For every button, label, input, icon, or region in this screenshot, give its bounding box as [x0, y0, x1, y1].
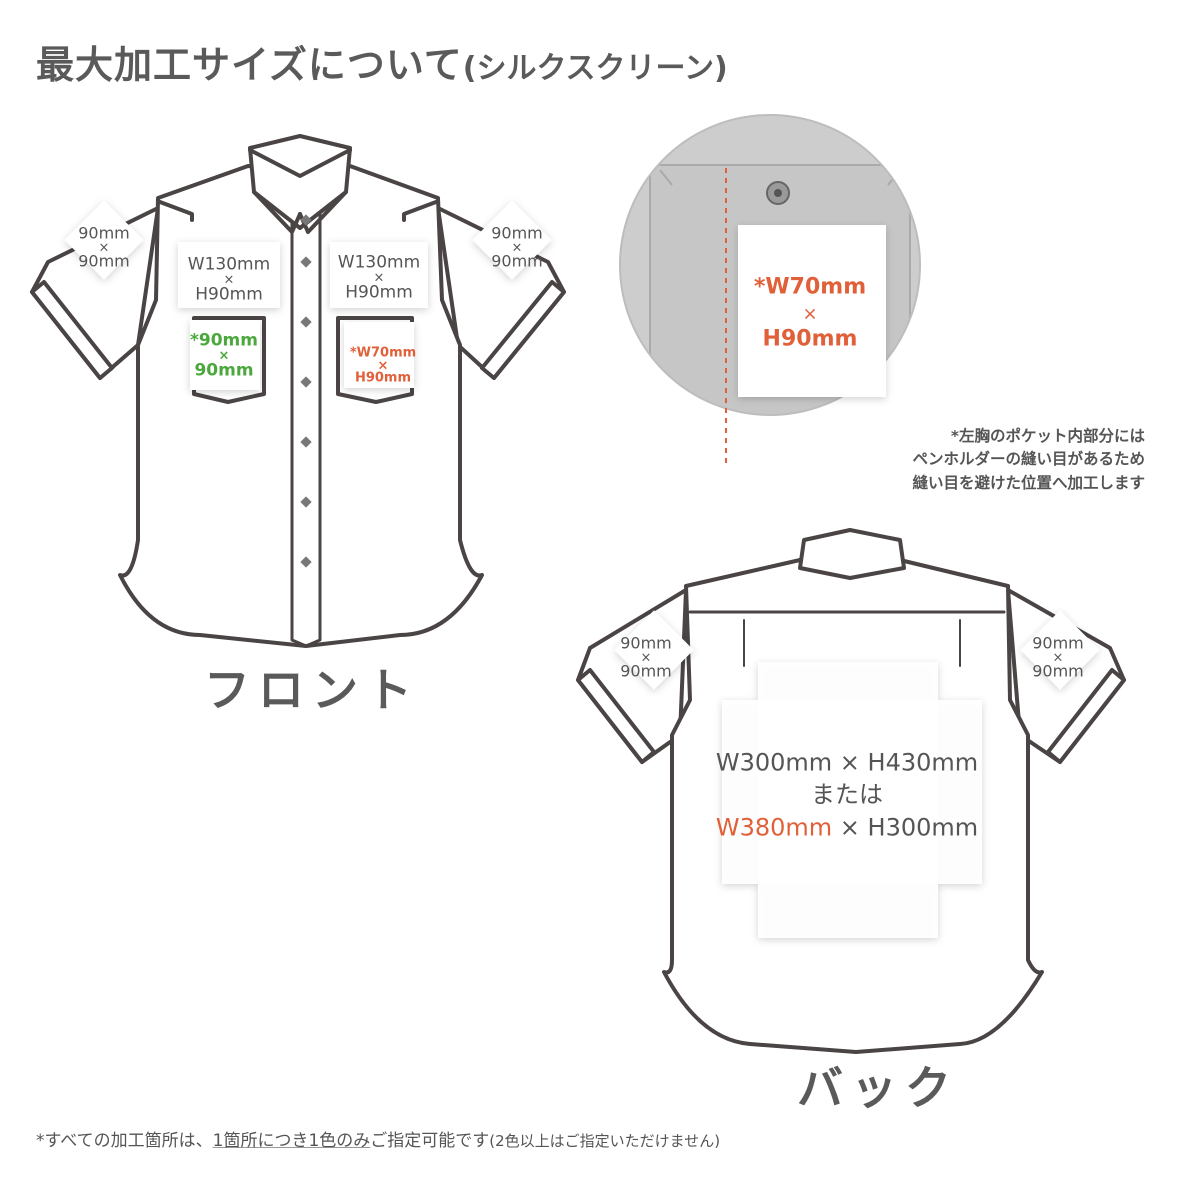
front-right-pocket-size: *W70mm × H90mm: [349, 345, 417, 386]
size-top: 90mm: [1032, 633, 1084, 653]
zoom-pocket-size: *W70mm × H90mm: [754, 274, 866, 355]
title-sub: (シルクスクリーン): [462, 51, 728, 86]
back-size-highlight: W380mm: [715, 813, 833, 842]
back-right-sleeve-size: 90mm × 90mm: [1032, 635, 1084, 680]
back-print-areas: [614, 610, 1100, 938]
size-bottom: 90mm: [78, 251, 130, 271]
note-line: *左胸のポケット内部分には: [950, 427, 1145, 445]
footer-paren: (2色以上はご指定いただけません): [489, 1132, 721, 1150]
back-title: バック: [797, 1060, 959, 1115]
front-right-chest-size: W130mm × H90mm: [337, 252, 421, 302]
back-size-rest: × H300mm: [832, 813, 979, 842]
front-left-sleeve-size: 90mm × 90mm: [78, 225, 130, 270]
size-top: 90mm: [491, 223, 543, 243]
note-line: 縫い目を避けた位置へ加工します: [912, 473, 1145, 492]
front-left-pocket-size: *90mm × 90mm: [190, 330, 258, 380]
front-left-chest-size: W130mm × H90mm: [187, 254, 271, 304]
size-top: W130mm: [337, 252, 421, 273]
times-sign: ×: [373, 270, 385, 286]
size-top: *W70mm: [753, 274, 867, 300]
back-left-sleeve-size: 90mm × 90mm: [620, 635, 672, 680]
times-sign: ×: [223, 272, 235, 288]
front-title: フロント: [204, 662, 420, 717]
times-sign: ×: [511, 240, 523, 256]
pocket-note: *左胸のポケット内部分には ペンホルダーの縫い目があるため 縫い目を避けた位置へ…: [912, 425, 1145, 495]
back-size-or: または: [811, 780, 883, 809]
size-top: 90mm: [78, 223, 130, 243]
size-top: *W70mm: [349, 345, 417, 361]
footer-note: *すべての加工箇所は、1箇所につき1色のみご指定可能です(2色以上はご指定いただ…: [36, 1126, 720, 1151]
times-sign: ×: [802, 303, 818, 325]
size-bottom: 90mm: [194, 359, 254, 380]
size-top: W130mm: [187, 254, 271, 275]
size-bottom: 90mm: [1032, 661, 1084, 681]
size-bottom: 90mm: [491, 251, 543, 271]
times-sign: ×: [98, 240, 110, 256]
times-sign: ×: [377, 358, 389, 374]
times-sign: ×: [1052, 650, 1064, 666]
size-bottom: 90mm: [620, 661, 672, 681]
size-bottom: H90mm: [345, 281, 413, 302]
size-bottom: H90mm: [354, 370, 412, 386]
front-right-sleeve-size: 90mm × 90mm: [491, 225, 543, 270]
page-title: 最大加工サイズについて(シルクスクリーン): [36, 34, 728, 89]
pocket-zoom-circle: [619, 114, 921, 465]
size-bottom: H90mm: [762, 326, 858, 352]
size-top: *90mm: [190, 330, 258, 351]
times-sign: ×: [218, 348, 230, 364]
footer-underlined: 1箇所につき1色のみ: [212, 1131, 371, 1151]
size-bottom: H90mm: [195, 283, 263, 304]
footer-text: *すべての加工箇所は、: [36, 1131, 213, 1151]
title-main: 最大加工サイズについて: [36, 43, 463, 87]
back-size-line: W300mm × H430mm: [715, 748, 979, 777]
back-size-line: W380mm × H300mm: [716, 811, 978, 843]
times-sign: ×: [640, 650, 652, 666]
note-line: ペンホルダーの縫い目があるため: [912, 450, 1145, 469]
back-print-size: W300mm × H430mm または W380mm × H300mm: [716, 746, 978, 843]
size-top: 90mm: [620, 633, 672, 653]
footer-text: ご指定可能です: [370, 1131, 490, 1151]
